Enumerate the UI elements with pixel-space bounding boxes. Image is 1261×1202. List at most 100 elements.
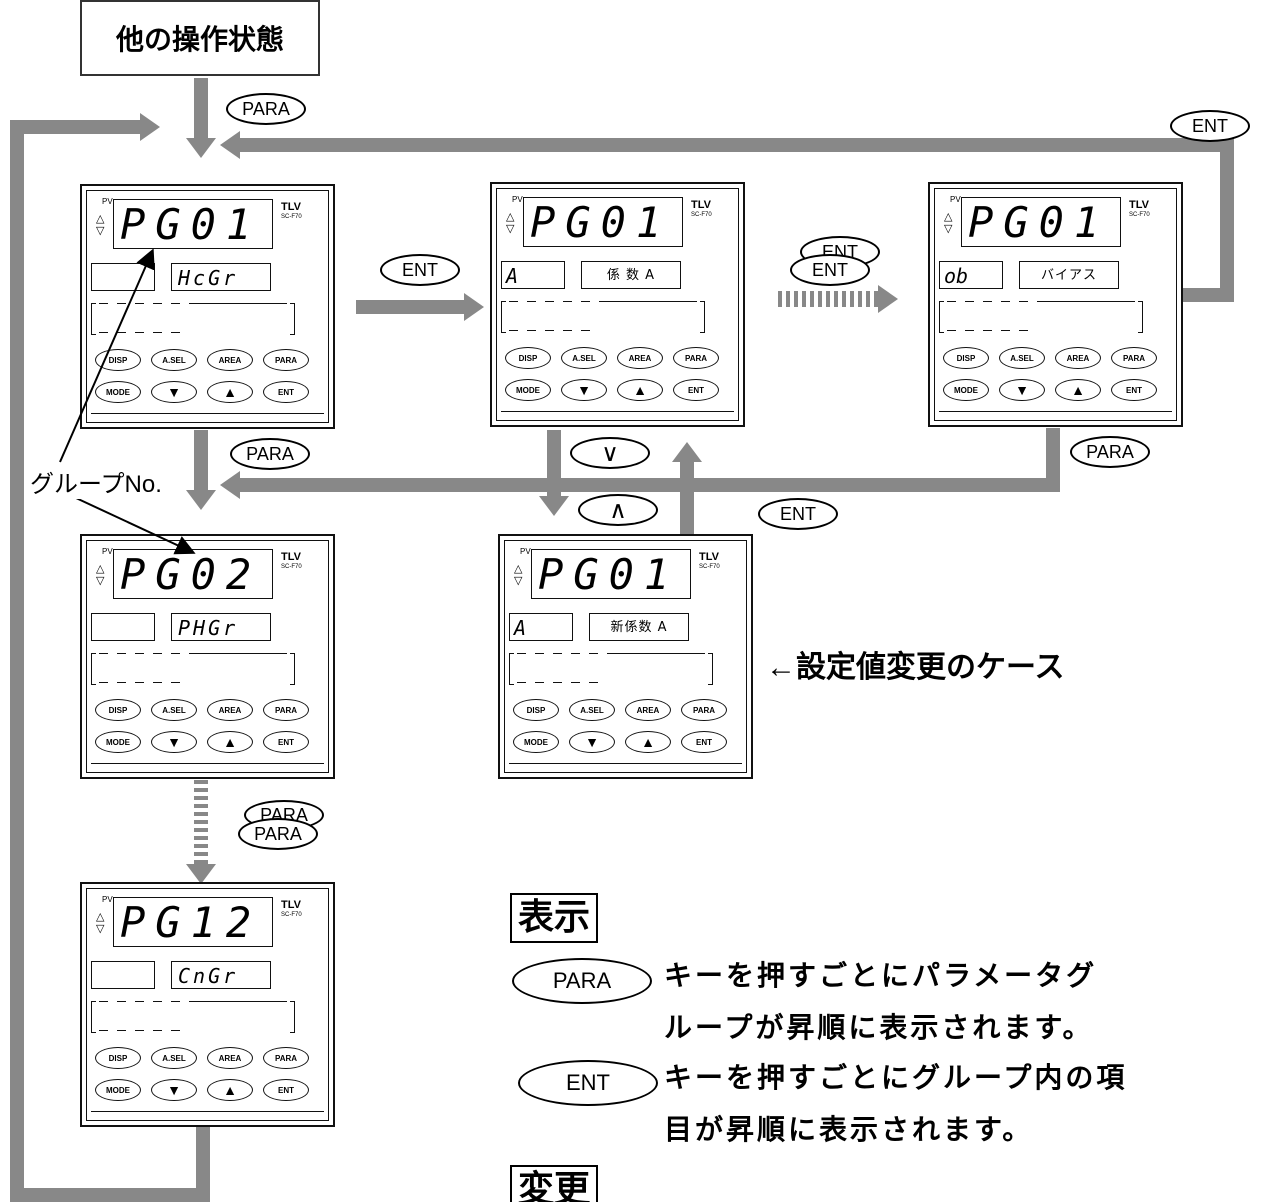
ent-key[interactable]: ENT — [1111, 379, 1157, 401]
main-display: PG01 — [113, 199, 273, 249]
triangle-down-icon: ▽ — [506, 222, 515, 235]
main-display: PG01 — [531, 549, 691, 599]
bar-graph — [939, 301, 1143, 333]
flow-line-dotted — [778, 291, 878, 307]
legend-para-line2: ループが昇順に表示されます。 — [664, 1011, 1094, 1044]
disp-key[interactable]: DISP — [95, 1047, 141, 1069]
mode-key[interactable]: MODE — [95, 731, 141, 753]
model-label: SC-F70 — [281, 214, 302, 220]
mode-key[interactable]: MODE — [95, 1079, 141, 1101]
arrow-left-icon — [220, 131, 240, 159]
triangle-up-icon: △ — [944, 210, 953, 223]
ent-key-icon: ENT — [1170, 110, 1250, 142]
sub-display — [91, 961, 155, 989]
controller-display: PV △ ▽ PG01 TLV SC-F70 A 新係数 A DISP A.SE… — [498, 534, 753, 779]
legend-para-line1: キーを押すごとにパラメータグ — [664, 959, 1098, 992]
ent-key[interactable]: ENT — [263, 381, 309, 403]
down-key[interactable]: ▼ — [569, 731, 615, 753]
disp-key[interactable]: DISP — [513, 699, 559, 721]
para-key[interactable]: PARA — [263, 349, 309, 371]
change-case-label: ←設定値変更のケース — [766, 651, 1065, 684]
para-key-icon: PARA — [238, 818, 318, 850]
para-key[interactable]: PARA — [263, 699, 309, 721]
mode-key[interactable]: MODE — [95, 381, 141, 403]
down-key[interactable]: ▼ — [999, 379, 1045, 401]
para-key[interactable]: PARA — [263, 1047, 309, 1069]
a-sel-key[interactable]: A.SEL — [151, 349, 197, 371]
ent-key-icon: ENT — [790, 254, 870, 286]
pv-label: PV — [512, 195, 523, 204]
ent-key[interactable]: ENT — [263, 1079, 309, 1101]
up-key[interactable]: ▲ — [207, 1079, 253, 1101]
start-box: 他の操作状態 — [80, 0, 320, 76]
arrow-down-icon — [186, 490, 216, 510]
sub-display: ob — [939, 261, 1003, 289]
controller-display: PV △ ▽ PG12 TLV SC-F70 CnGr DISP A.SEL A… — [80, 882, 335, 1127]
model-label: SC-F70 — [691, 212, 712, 218]
para-key-icon: PARA — [512, 958, 652, 1004]
pointer-line — [59, 248, 155, 463]
flow-line — [1176, 288, 1234, 302]
up-key[interactable]: ▲ — [625, 731, 671, 753]
sub-display — [91, 263, 155, 291]
down-key[interactable]: ▼ — [151, 731, 197, 753]
bar-graph — [91, 653, 295, 685]
divider — [91, 763, 324, 764]
pv-label: PV — [520, 547, 531, 556]
area-key[interactable]: AREA — [207, 699, 253, 721]
disp-key[interactable]: DISP — [95, 699, 141, 721]
arrow-right-icon — [140, 113, 160, 141]
flow-line — [10, 1188, 210, 1202]
a-sel-key[interactable]: A.SEL — [999, 347, 1045, 369]
mode-key[interactable]: MODE — [513, 731, 559, 753]
ent-key[interactable]: ENT — [681, 731, 727, 753]
up-key[interactable]: ▲ — [617, 379, 663, 401]
controller-display: PV △ ▽ PG02 TLV SC-F70 PHGr DISP A.SEL A… — [80, 534, 335, 779]
mode-key[interactable]: MODE — [505, 379, 551, 401]
down-key[interactable]: ▼ — [561, 379, 607, 401]
parameter-display: 新係数 A — [589, 613, 689, 641]
para-key-icon: PARA — [230, 438, 310, 470]
area-key[interactable]: AREA — [207, 349, 253, 371]
up-key[interactable]: ▲ — [1055, 379, 1101, 401]
disp-key[interactable]: DISP — [505, 347, 551, 369]
controller-display: PV △ ▽ PG01 TLV SC-F70 ob バイアス DISP A.SE… — [928, 182, 1183, 427]
parameter-display: CnGr — [171, 961, 271, 989]
para-key[interactable]: PARA — [1111, 347, 1157, 369]
para-key[interactable]: PARA — [673, 347, 719, 369]
a-sel-key[interactable]: A.SEL — [561, 347, 607, 369]
up-key[interactable]: ▲ — [207, 731, 253, 753]
ent-key[interactable]: ENT — [263, 731, 309, 753]
mode-key[interactable]: MODE — [943, 379, 989, 401]
disp-key[interactable]: DISP — [943, 347, 989, 369]
triangle-up-icon: △ — [514, 562, 523, 575]
group-no-label: グループNo. — [30, 464, 162, 499]
area-key[interactable]: AREA — [207, 1047, 253, 1069]
down-key[interactable]: ▼ — [151, 1079, 197, 1101]
legend-change-title: 変更 — [510, 1165, 599, 1202]
model-label: SC-F70 — [281, 564, 302, 570]
up-key[interactable]: ▲ — [207, 381, 253, 403]
area-key[interactable]: AREA — [1055, 347, 1101, 369]
triangle-down-icon: ▽ — [944, 222, 953, 235]
triangle-up-icon: △ — [96, 910, 105, 923]
triangle-up-icon: △ — [96, 212, 105, 225]
para-key-icon: PARA — [226, 93, 306, 125]
ent-key[interactable]: ENT — [673, 379, 719, 401]
controller-display: PV △ ▽ PG01 TLV SC-F70 HcGr DISP A.SEL A… — [80, 184, 335, 429]
controller-face: PV △ ▽ PG01 TLV SC-F70 HcGr DISP A.SEL A… — [86, 190, 329, 423]
controller-face: PV △ ▽ PG01 TLV SC-F70 A 係 数 A DISP A.SE… — [496, 188, 739, 421]
para-key[interactable]: PARA — [681, 699, 727, 721]
a-sel-key[interactable]: A.SEL — [151, 699, 197, 721]
a-sel-key[interactable]: A.SEL — [151, 1047, 197, 1069]
controller-face: PV △ ▽ PG02 TLV SC-F70 PHGr DISP A.SEL A… — [86, 540, 329, 773]
sub-display — [91, 613, 155, 641]
area-key[interactable]: AREA — [625, 699, 671, 721]
parameter-display: バイアス — [1019, 261, 1119, 289]
divider — [939, 411, 1172, 412]
down-key[interactable]: ▼ — [151, 381, 197, 403]
a-sel-key[interactable]: A.SEL — [569, 699, 615, 721]
area-key[interactable]: AREA — [617, 347, 663, 369]
